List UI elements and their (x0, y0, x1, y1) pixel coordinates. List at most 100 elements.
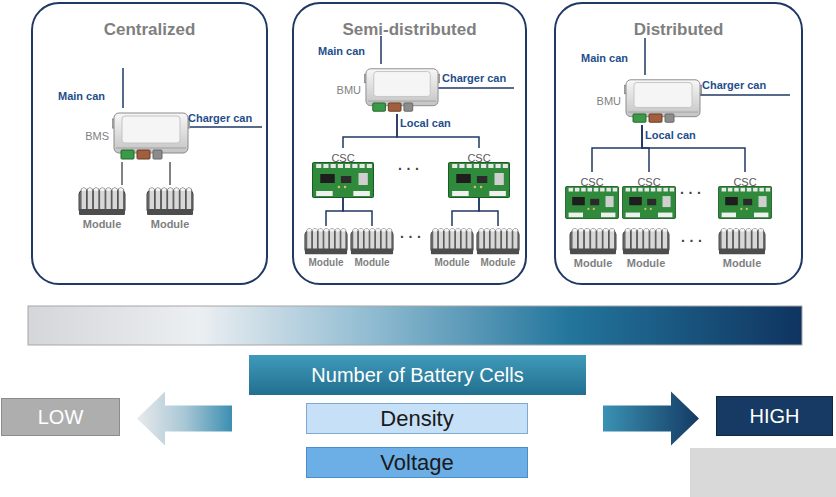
controller-label: BMU (337, 84, 361, 96)
graphic-part (759, 229, 764, 232)
graphic-part (187, 188, 192, 191)
bus-label: Main can (58, 90, 105, 103)
graphic-part (507, 229, 512, 252)
graphic-part (584, 229, 590, 252)
graphic-part (338, 164, 343, 168)
module-label: Module (574, 257, 613, 269)
scale-text: Voltage (380, 450, 453, 476)
graphic-part (387, 229, 392, 252)
graphic-part (368, 101, 436, 102)
graphic-part (168, 188, 174, 212)
graphic-part (88, 188, 93, 191)
graphic-part (370, 229, 374, 232)
graphic-part (456, 174, 470, 183)
graphic-part (449, 163, 510, 198)
graphic-part (461, 229, 465, 232)
graphic-part (313, 163, 374, 198)
ellipsis-mark: · · · (400, 231, 422, 244)
graphic-part (665, 114, 674, 122)
battery-module: Module (569, 226, 617, 272)
graphic-part (626, 80, 700, 117)
graphic-part (572, 197, 585, 205)
graphic-part (94, 188, 99, 191)
board-label: CSC (733, 176, 756, 189)
graphic-part (629, 197, 642, 205)
module-label: Module (151, 218, 190, 230)
graphic-part (341, 176, 351, 183)
graphic-part (452, 164, 457, 168)
graphic-part (467, 229, 472, 252)
graphic-part (366, 69, 438, 106)
graphic-part (597, 229, 602, 232)
board-label: CSC (331, 152, 354, 165)
graphic-part (721, 229, 726, 232)
graphic-part (477, 176, 487, 183)
bus-label: Main can (318, 45, 365, 58)
graphic-part (569, 213, 583, 218)
connector-line (343, 198, 372, 226)
graphic-part (364, 229, 369, 252)
graphic-part (626, 213, 640, 218)
graphic-part (632, 188, 637, 192)
main-can-wire (380, 36, 382, 64)
graphic-part (433, 229, 438, 252)
scale-text: Number of Battery Cells (311, 364, 523, 387)
graphic-part (122, 116, 180, 143)
circuit-board-illustration (622, 186, 676, 219)
graphic-part (316, 191, 333, 196)
graphic-part (137, 150, 150, 159)
graphic-part (367, 164, 372, 168)
ellipsis-mark: · · · (398, 163, 420, 176)
graphic-part (375, 229, 380, 252)
graphic-part (650, 229, 655, 232)
controller-label: BMU (597, 95, 621, 107)
graphic-part (444, 229, 448, 232)
graphic-part (728, 188, 733, 192)
circuit-board-illustration (565, 186, 619, 219)
graphic-part (155, 188, 161, 212)
graphic-part (318, 229, 323, 252)
graphic-part (360, 164, 365, 168)
cell-supervision-board: CSC (565, 172, 619, 219)
grey-panel (690, 448, 836, 497)
scale-box: Voltage (306, 447, 528, 478)
graphic-part (626, 188, 631, 192)
controller-illustration (624, 77, 702, 125)
architecture-panel: CentralizedBMSModuleModule (31, 2, 268, 285)
graphic-part (324, 229, 329, 252)
graphic-part (603, 229, 608, 232)
board-label: CSC (580, 176, 603, 189)
graphic-part (754, 213, 768, 218)
cell-supervision-board: CSC (448, 148, 510, 198)
graphic-part (439, 229, 443, 232)
graphic-part (585, 229, 590, 232)
graphic-part (474, 164, 479, 168)
graphic-part (758, 229, 764, 252)
graphic-part (644, 208, 646, 210)
graphic-part (645, 188, 650, 192)
graphic-part (489, 191, 506, 196)
graphic-part (364, 229, 368, 232)
graphic-part (344, 186, 346, 188)
graphic-part (370, 229, 375, 252)
module-label: Module (435, 257, 470, 268)
graphic-part (180, 188, 185, 191)
graphic-part (718, 186, 771, 218)
battery-module: Module (304, 226, 348, 270)
cell-supervision-board: CSC (718, 172, 772, 219)
graphic-part (174, 188, 180, 212)
graphic-part (106, 188, 112, 212)
charger-can-wire (188, 126, 262, 128)
graphic-part (644, 229, 649, 232)
charger-can-wire (700, 94, 790, 96)
circuit-board-illustration (312, 162, 374, 198)
graphic-part (572, 229, 577, 232)
graphic-part (628, 112, 698, 113)
graphic-part (746, 229, 751, 232)
graphic-part (656, 229, 661, 232)
graphic-part (479, 229, 483, 232)
graphic-part (625, 229, 631, 252)
controller-illustration (364, 66, 440, 114)
graphic-part (496, 164, 501, 168)
graphic-part (578, 229, 584, 252)
